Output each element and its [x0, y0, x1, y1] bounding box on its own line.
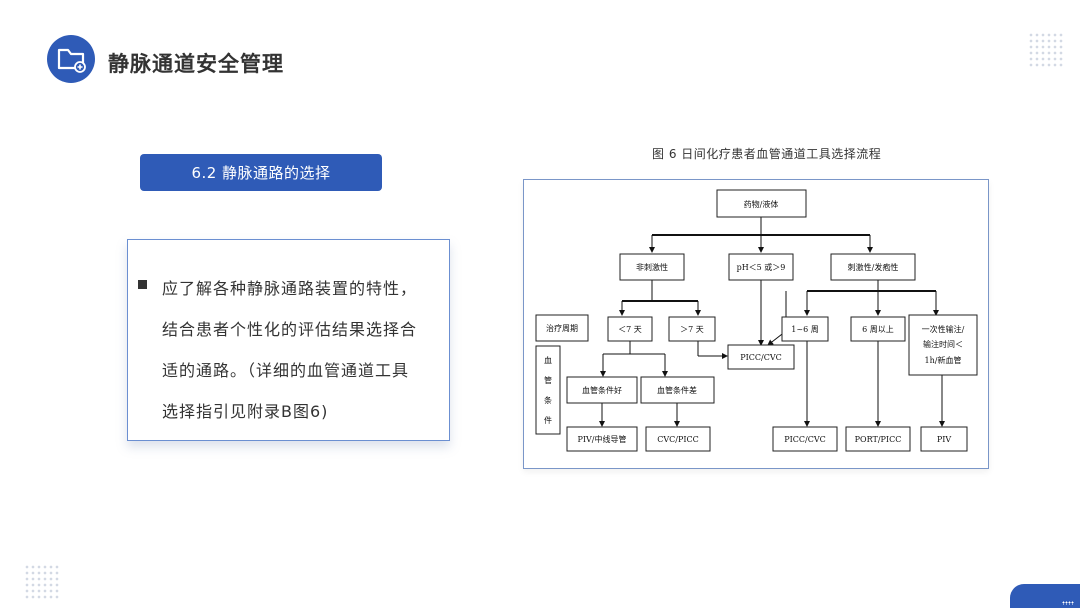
content-line: 结合患者个性化的评估结果选择合 — [162, 320, 418, 339]
node-label: 6 周以上 — [862, 325, 894, 334]
node-label: PICC/CVC — [784, 435, 826, 444]
node-picc-cvc-right: PICC/CVC — [772, 426, 838, 452]
figure-caption: 图 6 日间化疗患者血管通道工具选择流程 — [652, 147, 882, 161]
content-line: 适的通路。（详细的血管通道工具 — [162, 361, 410, 380]
node-label: 血管条件好 — [582, 385, 622, 395]
folder-add-icon — [57, 48, 86, 73]
node-label: 一次性输注/ — [922, 324, 965, 334]
node-label-char: 条 — [544, 395, 552, 405]
node-vessel-condition: 血 管 条 件 — [535, 345, 561, 435]
node-label: 药物/液体 — [744, 199, 779, 209]
content-line: 选择指引见附录B图6) — [162, 402, 329, 421]
node-lt7: ＜7 天 — [607, 316, 653, 342]
node-label: PORT/PICC — [855, 435, 902, 444]
decorative-dot-grid — [1062, 601, 1074, 605]
page-title: 静脉通道安全管理 — [108, 52, 284, 76]
node-label-char: 血 — [544, 355, 552, 365]
node-label: CVC/PICC — [657, 435, 699, 444]
node-ph: pH＜5 或＞9 — [728, 253, 794, 281]
node-picc-cvc-mid: PICC/CVC — [727, 344, 795, 370]
node-label: 输注时间＜ — [923, 339, 963, 349]
node-label: 1h/新血管 — [925, 355, 962, 365]
node-label: ＜7 天 — [618, 325, 642, 334]
node-one-time: 一次性输注/ 输注时间＜ 1h/新血管 — [908, 314, 978, 376]
node-label: pH＜5 或＞9 — [737, 262, 786, 272]
node-6-weeks-plus: 6 周以上 — [850, 316, 906, 342]
flowchart: 药物/液体 非刺激性 pH＜5 或＞9 刺激性/发疱性 治疗周期 血 管 条 件… — [523, 179, 989, 469]
bullet-square — [138, 280, 147, 289]
node-poor-vessel: 血管条件差 — [640, 376, 715, 404]
node-non-irritant: 非刺激性 — [619, 253, 685, 281]
node-label: 血管条件差 — [657, 385, 697, 395]
node-label-char: 件 — [544, 415, 552, 425]
node-1-6-weeks: 1~6 周 — [781, 316, 829, 342]
connectors — [599, 217, 945, 427]
node-gt7: ＞7 天 — [668, 316, 716, 342]
node-label: PIV/中线导管 — [577, 434, 626, 444]
node-label-char: 管 — [544, 375, 552, 385]
node-good-vessel: 血管条件好 — [566, 376, 638, 404]
node-piv-midline: PIV/中线导管 — [566, 426, 638, 452]
content-text: 应了解各种静脉通路装置的特性， 结合患者个性化的评估结果选择合 适的通路。（详细… — [162, 268, 447, 432]
section-tag: 6.2 静脉通路的选择 — [140, 154, 382, 191]
folder-logo — [47, 35, 95, 83]
node-therapy-period: 治疗周期 — [535, 314, 589, 342]
decorative-dot-grid — [24, 564, 60, 600]
node-port-picc: PORT/PICC — [845, 426, 911, 452]
node-label: PIV — [937, 435, 952, 444]
node-label: 非刺激性 — [636, 262, 668, 272]
node-cvc-picc: CVC/PICC — [645, 426, 711, 452]
node-irritant: 刺激性/发疱性 — [830, 253, 916, 281]
flowchart-canvas: 药物/液体 非刺激性 pH＜5 或＞9 刺激性/发疱性 治疗周期 血 管 条 件… — [535, 189, 978, 452]
content-box: 应了解各种静脉通路装置的特性， 结合患者个性化的评估结果选择合 适的通路。（详细… — [127, 239, 450, 441]
decorative-dot-grid — [1028, 32, 1064, 68]
node-piv: PIV — [920, 426, 968, 452]
node-drug: 药物/液体 — [716, 189, 807, 218]
node-label: 刺激性/发疱性 — [848, 262, 899, 272]
node-label: 治疗周期 — [546, 323, 578, 333]
node-label: ＞7 天 — [680, 325, 704, 334]
node-label: 1~6 周 — [791, 325, 818, 334]
node-label: PICC/CVC — [740, 353, 782, 362]
content-line: 应了解各种静脉通路装置的特性， — [162, 279, 418, 298]
